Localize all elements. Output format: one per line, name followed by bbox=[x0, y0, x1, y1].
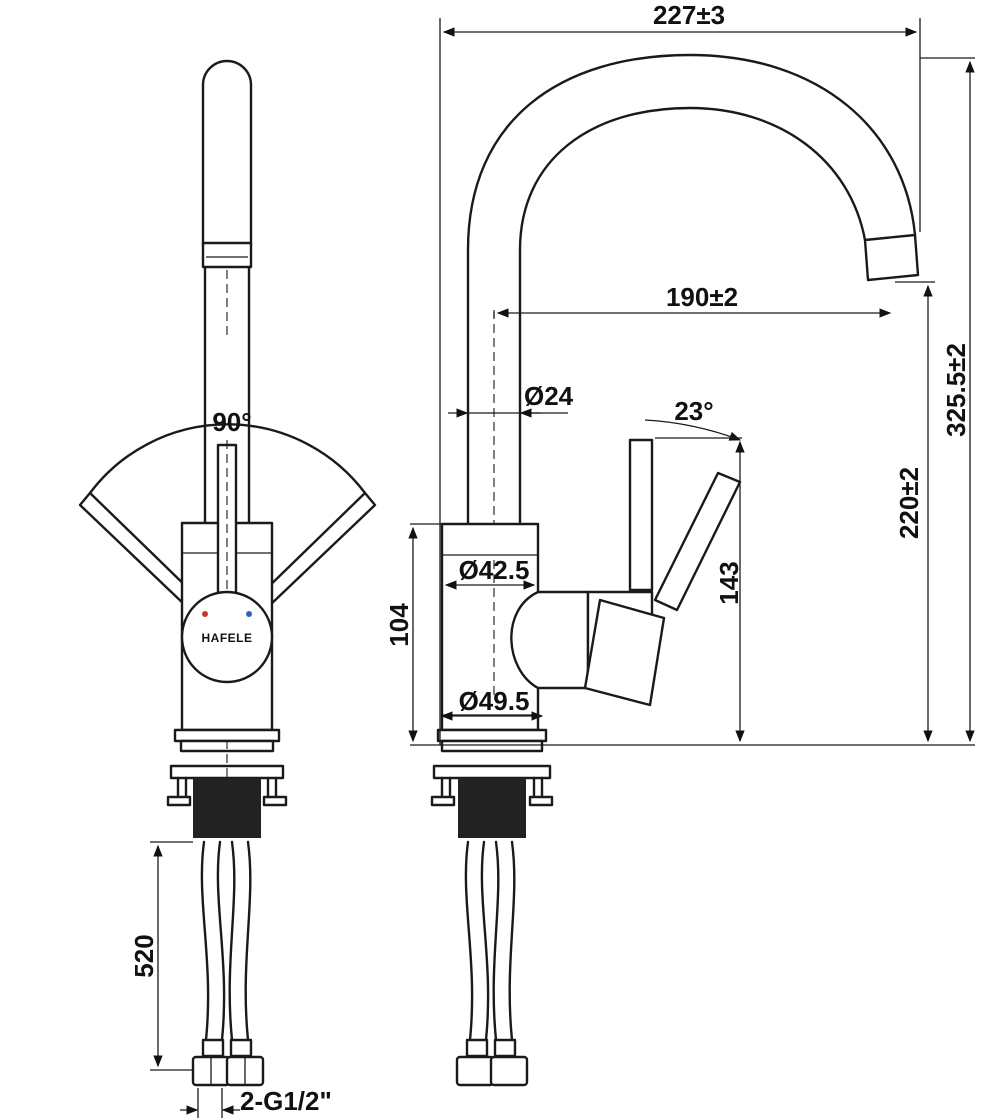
lever-handle-tilted bbox=[583, 598, 666, 707]
lever-swing-angle: 90° bbox=[212, 407, 251, 437]
overall-height-dimension: 325.5±2 bbox=[941, 343, 971, 437]
side-lever bbox=[628, 438, 654, 592]
front-aerator-band bbox=[201, 241, 253, 269]
spout-outer-contour bbox=[466, 53, 917, 526]
brand-logo: HAFELE bbox=[202, 631, 253, 645]
lever-right-position bbox=[257, 491, 377, 608]
spout-height-dimension: 220±2 bbox=[894, 467, 924, 539]
hot-indicator bbox=[202, 611, 208, 617]
hose-right bbox=[228, 840, 252, 1042]
side-hose-left bbox=[464, 840, 490, 1042]
front-view: HAFELE 520 2-G1/2" 90° bbox=[78, 59, 377, 1118]
cold-indicator bbox=[246, 611, 252, 617]
lever-left-position bbox=[78, 491, 198, 608]
hose-left bbox=[200, 840, 226, 1042]
connection-thread-dimension: 2-G1/2" bbox=[240, 1086, 332, 1116]
front-spout-top bbox=[201, 59, 253, 247]
lever-swing-arc bbox=[88, 423, 367, 495]
body-height-dimension: 104 bbox=[384, 603, 414, 647]
hose-length-dimension: 520 bbox=[129, 934, 159, 977]
side-view: 227±3 190±2 Ø24 23° Ø42.5 Ø49.5 325.5±2 … bbox=[384, 0, 975, 1087]
side-aerator bbox=[863, 233, 920, 282]
lever-height-dimension: 143 bbox=[714, 561, 744, 604]
front-threaded-shank bbox=[193, 778, 261, 838]
side-hose-right bbox=[492, 840, 516, 1042]
spout-tube-diameter: Ø24 bbox=[524, 381, 574, 411]
cartridge-housing bbox=[510, 590, 590, 690]
reach-dimension: 190±2 bbox=[666, 282, 738, 312]
front-spout-tube bbox=[203, 265, 251, 526]
lever-tilt-angle: 23° bbox=[674, 396, 713, 426]
body-top-diameter: Ø42.5 bbox=[459, 555, 530, 585]
side-threaded-shank bbox=[458, 778, 526, 838]
spout-inner-contour bbox=[518, 106, 867, 526]
overall-width-dimension: 227±3 bbox=[653, 0, 725, 30]
side-mounting-plate bbox=[432, 764, 552, 780]
body-bottom-diameter: Ø49.5 bbox=[459, 686, 530, 716]
